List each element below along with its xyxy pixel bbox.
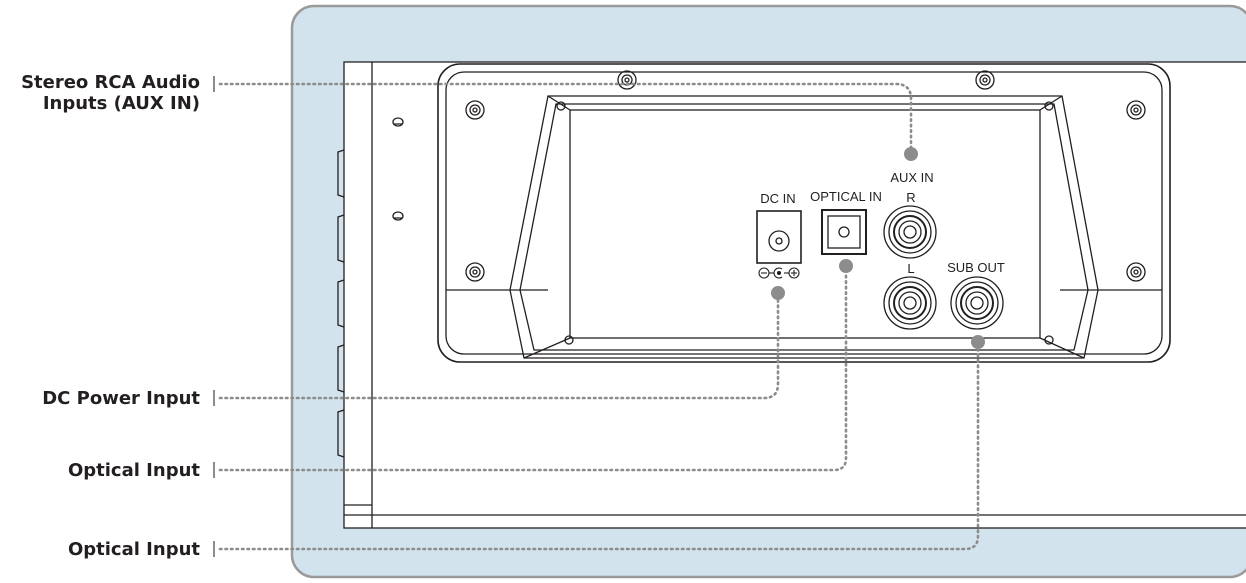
aux-in-r-jack: [883, 205, 937, 259]
leader-dot-dc-power: [771, 286, 785, 300]
bay-screw-right-lower: [1126, 262, 1146, 282]
label-optical-in: OPTICAL IN: [810, 189, 882, 204]
bay-screw-left-upper: [465, 100, 485, 120]
leader-dot-sub-out: [971, 335, 985, 349]
callout-aux-in-line2: Inputs (AUX IN): [42, 93, 200, 114]
label-dc-in: DC IN: [760, 191, 795, 206]
bay-screw-right-upper: [1126, 100, 1146, 120]
bay-screw-top-left: [617, 70, 637, 90]
screw-left-lower: [392, 211, 404, 221]
label-aux-in: AUX IN: [890, 170, 933, 185]
connector-bay-outer: [437, 63, 1171, 363]
leader-line-sub-out: [218, 342, 980, 551]
bay-screw-left-lower: [465, 262, 485, 282]
screw-left-upper: [392, 117, 404, 127]
optical-in-jack: [821, 209, 867, 255]
dc-polarity-icon: [758, 267, 800, 279]
dc-in-jack: [756, 210, 802, 264]
callout-optical-1-line1: Optical Input: [67, 460, 200, 481]
label-sub-out: SUB OUT: [947, 260, 1005, 275]
aux-in-l-jack: [883, 276, 937, 330]
label-right: R: [906, 190, 915, 205]
leader-dot-optical: [839, 259, 853, 273]
bay-screw-top-right: [975, 70, 995, 90]
leader-line-dc-power: [218, 294, 780, 400]
sub-out-jack: [950, 276, 1004, 330]
callout-aux-in-line1: Stereo RCA Audio: [21, 72, 200, 93]
callout-optical-2-line1: Optical Input: [67, 539, 200, 560]
leader-line-optical: [218, 266, 848, 472]
leader-dot-aux-in: [904, 147, 918, 161]
callout-optical-1: Optical Input: [68, 460, 200, 481]
callout-optical-2: Optical Input: [68, 539, 200, 560]
leader-line-aux-in: [218, 82, 913, 152]
label-left: L: [907, 261, 914, 276]
callout-aux-in: Stereo RCA Audio Inputs (AUX IN): [21, 72, 200, 114]
callout-dc-power: DC Power Input: [42, 388, 200, 409]
connector-bay-inner: [509, 95, 1099, 359]
callout-dc-power-line1: DC Power Input: [42, 388, 200, 409]
